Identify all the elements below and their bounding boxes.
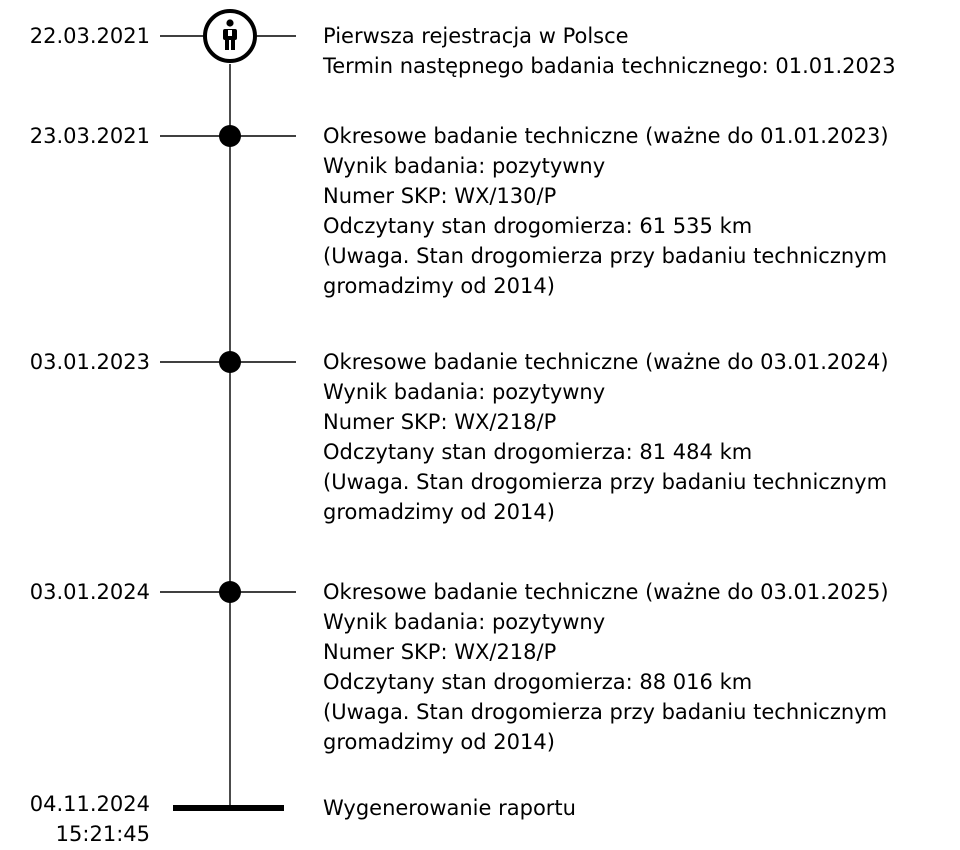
report-generated-date: 04.11.2024 15:21:45	[0, 789, 150, 849]
event-4-line-3: Numer SKP: WX/218/P	[323, 640, 557, 664]
event-4-line-6: gromadzimy od 2014)	[323, 730, 555, 754]
event-4-line-2: Wynik badania: pozytywny	[323, 610, 606, 634]
event-3-line-3: Numer SKP: WX/218/P	[323, 410, 557, 434]
event-2-date: 23.03.2021	[29, 124, 150, 148]
event-3-line-6: gromadzimy od 2014)	[323, 500, 555, 524]
report-time: 15:21:45	[55, 822, 150, 846]
event-4-dot	[219, 581, 241, 603]
event-3-line-4: Odczytany stan drogomierza: 81 484 km	[323, 440, 753, 464]
event-2-line-3: Numer SKP: WX/130/P	[323, 184, 557, 208]
event-3-line-5: (Uwaga. Stan drogomierza przy badaniu te…	[323, 470, 888, 494]
report-date: 04.11.2024	[29, 792, 150, 816]
event-2-line-4: Odczytany stan drogomierza: 61 535 km	[323, 214, 753, 238]
event-4-line-1: Okresowe badanie techniczne (ważne do 03…	[323, 580, 889, 604]
timeline-end-bar	[173, 805, 284, 811]
event-4-line-4: Odczytany stan drogomierza: 88 016 km	[323, 670, 753, 694]
event-1-line-1: Pierwsza rejestracja w Polsce	[323, 24, 629, 48]
event-2-line-1: Okresowe badanie techniczne (ważne do 01…	[323, 124, 889, 148]
event-3-description: Okresowe badanie techniczne (ważne do 03…	[323, 347, 955, 527]
event-2-line-2: Wynik badania: pozytywny	[323, 154, 606, 178]
event-3-date: 03.01.2023	[29, 350, 150, 374]
event-4-line-5: (Uwaga. Stan drogomierza przy badaniu te…	[323, 700, 888, 724]
event-4-date: 03.01.2024	[29, 580, 150, 604]
report-generated-label: Wygenerowanie raportu	[323, 796, 576, 820]
event-2-line-6: gromadzimy od 2014)	[323, 274, 555, 298]
event-2-line-5: (Uwaga. Stan drogomierza przy badaniu te…	[323, 244, 888, 268]
event-3-line-2: Wynik badania: pozytywny	[323, 380, 606, 404]
registration-person-icon	[203, 9, 257, 63]
event-1-date: 22.03.2021	[29, 24, 150, 48]
event-2-description: Okresowe badanie techniczne (ważne do 01…	[323, 121, 955, 301]
event-4-description: Okresowe badanie techniczne (ważne do 03…	[323, 577, 955, 757]
event-3-dot	[219, 351, 241, 373]
event-2-dot	[219, 125, 241, 147]
event-1-line-2: Termin następnego badania technicznego: …	[323, 54, 896, 78]
event-3-line-1: Okresowe badanie techniczne (ważne do 03…	[323, 350, 889, 374]
event-1-description: Pierwsza rejestracja w Polsce Termin nas…	[323, 21, 955, 81]
